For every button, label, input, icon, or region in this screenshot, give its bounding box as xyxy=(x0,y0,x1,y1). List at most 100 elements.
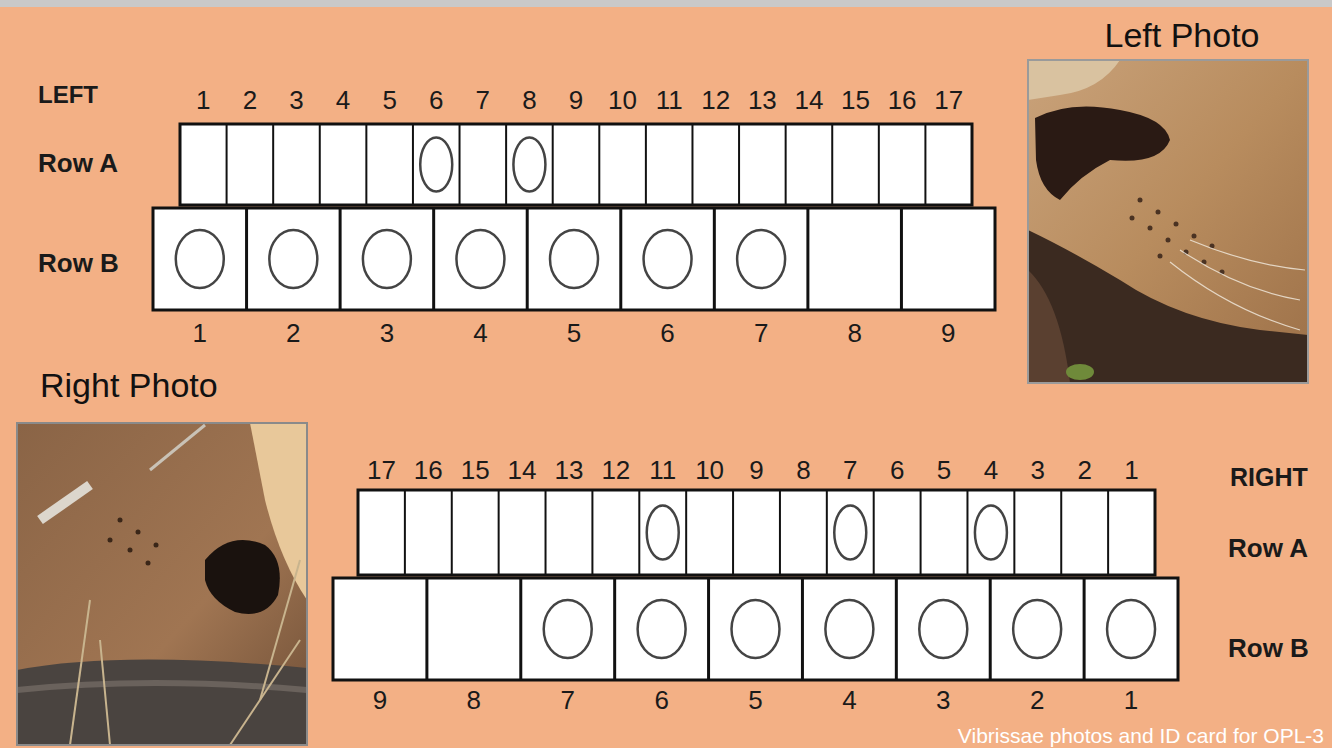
cell-divider xyxy=(598,124,600,205)
cell-divider xyxy=(619,208,622,310)
whisker-spot xyxy=(638,600,686,658)
whisker-spot xyxy=(834,506,866,560)
cell-divider xyxy=(785,124,787,205)
cell-divider xyxy=(878,124,880,205)
whisker-number: 4 xyxy=(473,320,487,346)
cell-divider xyxy=(412,124,414,205)
whisker-row xyxy=(358,490,1155,575)
whisker-number: 9 xyxy=(941,320,955,346)
cell-divider xyxy=(498,490,500,575)
cell-divider xyxy=(1107,490,1109,575)
whisker-number: 2 xyxy=(286,320,300,346)
whisker-number: 1 xyxy=(1124,457,1138,483)
cell-divider xyxy=(826,490,828,575)
whisker-spot xyxy=(544,600,592,658)
whisker-number: 11 xyxy=(649,457,676,483)
whisker-number: 7 xyxy=(754,320,768,346)
cell-divider xyxy=(459,124,461,205)
whisker-spot xyxy=(1013,600,1061,658)
whisker-number: 5 xyxy=(937,457,951,483)
cell-divider xyxy=(645,124,647,205)
row-label: Row A xyxy=(1228,535,1308,561)
cell-divider xyxy=(831,124,833,205)
whisker-number: 2 xyxy=(1030,687,1044,713)
whisker-spot xyxy=(513,138,545,192)
whisker-spot xyxy=(825,600,873,658)
whisker-number: 1 xyxy=(196,87,210,113)
photo-frame: Left Photo xyxy=(1028,60,1308,383)
whisker-number: 3 xyxy=(936,687,950,713)
whisker-number: 9 xyxy=(749,457,763,483)
whisker-number: 7 xyxy=(843,457,857,483)
whisker-spot xyxy=(176,230,224,288)
cell-divider xyxy=(319,124,321,205)
whisker-spot xyxy=(919,600,967,658)
cell-divider xyxy=(713,208,716,310)
photo-heading: Left Photo xyxy=(1104,18,1259,52)
whisker-number: 4 xyxy=(336,87,350,113)
whisker-spot xyxy=(420,138,452,192)
caption: Vibrissae photos and ID card for OPL-3 xyxy=(958,725,1324,746)
whisker-number: 1 xyxy=(193,320,207,346)
whisker-number: 2 xyxy=(243,87,257,113)
cell-divider xyxy=(873,490,875,575)
cell-divider xyxy=(226,124,228,205)
cell-divider xyxy=(966,490,968,575)
cell-divider xyxy=(900,208,903,310)
whisker-number: 14 xyxy=(508,457,537,483)
cell-divider xyxy=(1083,578,1086,680)
cell-divider xyxy=(691,124,693,205)
cell-divider xyxy=(1013,490,1015,575)
cell-divider xyxy=(806,208,809,310)
cell-divider xyxy=(545,490,547,575)
whisker-number: 4 xyxy=(842,687,856,713)
cell-divider xyxy=(451,490,453,575)
whisker-spot xyxy=(732,600,780,658)
whisker-number: 14 xyxy=(794,87,823,113)
cell-divider xyxy=(707,578,710,680)
cell-divider xyxy=(425,578,428,680)
photo-frame: Right Photo xyxy=(17,423,307,745)
row-label: LEFT xyxy=(38,83,98,107)
whisker-number: 15 xyxy=(841,87,870,113)
whisker-number: 8 xyxy=(522,87,536,113)
whisker-spot xyxy=(269,230,317,288)
cell-divider xyxy=(432,208,435,310)
whisker-number: 3 xyxy=(289,87,303,113)
whisker-number: 16 xyxy=(888,87,917,113)
whisker-number: 17 xyxy=(934,87,963,113)
cell-divider xyxy=(685,490,687,575)
whisker-number: 12 xyxy=(701,87,730,113)
whisker-number: 6 xyxy=(890,457,904,483)
row-label: Row A xyxy=(38,150,118,176)
whisker-number: 5 xyxy=(382,87,396,113)
whisker-number: 3 xyxy=(1031,457,1045,483)
top-strip xyxy=(0,0,1332,7)
whisker-number: 3 xyxy=(380,320,394,346)
cell-divider xyxy=(591,490,593,575)
cell-divider xyxy=(638,490,640,575)
row-label: Row B xyxy=(1228,635,1309,661)
whisker-number: 6 xyxy=(429,87,443,113)
whisker-spot xyxy=(1107,600,1155,658)
whisker-spot xyxy=(975,506,1007,560)
whisker-spot xyxy=(456,230,504,288)
cell-divider xyxy=(365,124,367,205)
whisker-number: 6 xyxy=(660,320,674,346)
whisker-number: 2 xyxy=(1077,457,1091,483)
cell-divider xyxy=(404,490,406,575)
whisker-number: 13 xyxy=(555,457,584,483)
whisker-spot xyxy=(647,506,679,560)
row-label: Row B xyxy=(38,250,119,276)
whisker-number: 8 xyxy=(467,687,481,713)
whisker-number: 8 xyxy=(847,320,861,346)
whisker-spot xyxy=(644,230,692,288)
whisker-row xyxy=(180,124,972,205)
whisker-number: 1 xyxy=(1124,687,1138,713)
cell-divider xyxy=(505,124,507,205)
whisker-row xyxy=(153,208,995,310)
whisker-number: 13 xyxy=(748,87,777,113)
cell-divider xyxy=(519,578,522,680)
whisker-number: 5 xyxy=(567,320,581,346)
whisker-number: 7 xyxy=(476,87,490,113)
